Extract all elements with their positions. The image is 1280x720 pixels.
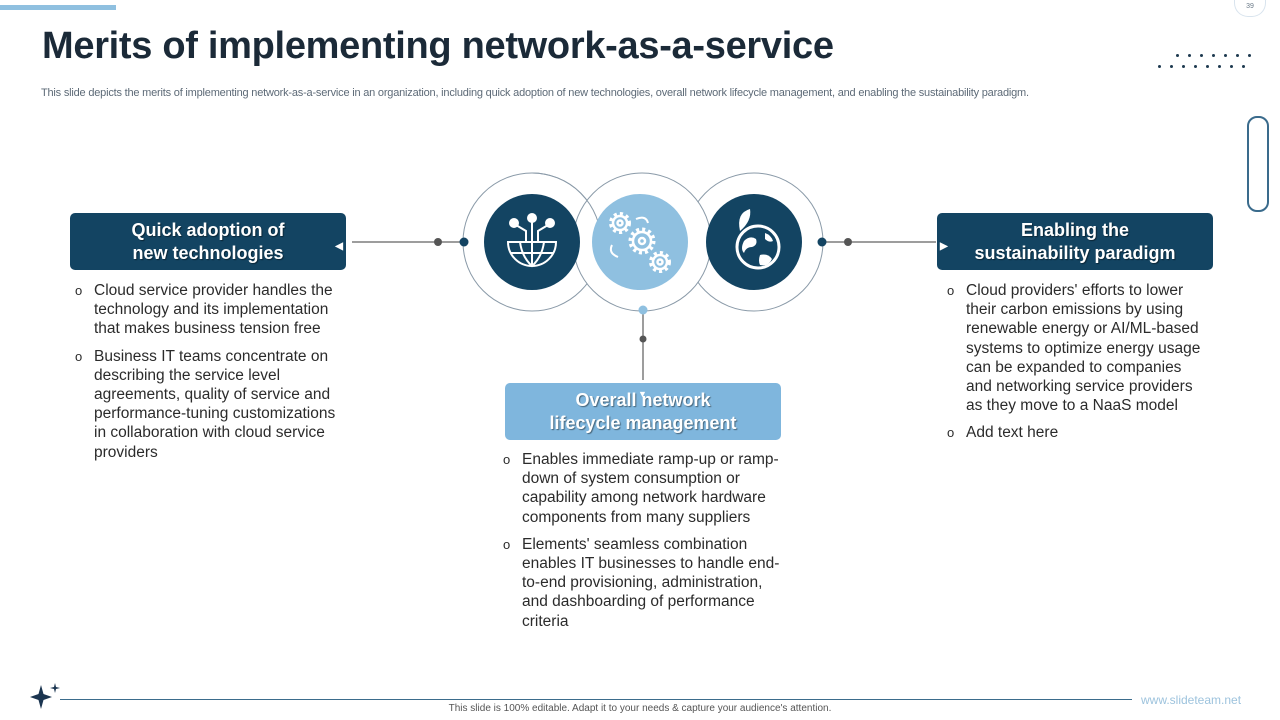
pointer-right-icon: ▶ <box>940 241 948 252</box>
bullets-right: Cloud providers' efforts to lower their … <box>942 281 1202 451</box>
scroll-indicator <box>1247 116 1269 212</box>
network-globe-icon <box>506 213 558 268</box>
list-item: Cloud service provider handles the techn… <box>70 281 350 339</box>
heading-line: lifecycle management <box>549 412 737 433</box>
pointer-left-icon: ◀ <box>335 241 343 252</box>
decorative-dots <box>1156 52 1256 72</box>
footer-url[interactable]: www.slideteam.net <box>1141 693 1242 707</box>
heading-sustainability: ▶ Enabling the sustainability paradigm <box>937 213 1213 270</box>
bullets-center: Enables immediate ramp-up or ramp-down o… <box>498 450 788 639</box>
heading-lifecycle: Overall network lifecycle management ▼ <box>505 383 781 440</box>
list-item: Cloud providers' efforts to lower their … <box>942 281 1202 415</box>
bullets-left: Cloud service provider handles the techn… <box>70 281 350 470</box>
slide-title: Merits of implementing network-as-a-serv… <box>42 25 834 67</box>
list-item: Enables immediate ramp-up or ramp-down o… <box>498 450 788 527</box>
heading-line: Enabling the <box>1021 219 1129 240</box>
sparkle-icon <box>30 683 60 709</box>
list-item: Add text here <box>942 423 1202 442</box>
pointer-down-icon: ▼ <box>638 389 647 399</box>
heading-line: Overall network <box>575 389 711 410</box>
heading-quick-adoption: Quick adoption of new technologies ◀ <box>70 213 346 270</box>
heading-line: Quick adoption of <box>131 219 285 240</box>
list-item: Elements' seamless combination enables I… <box>498 535 788 631</box>
center-graphic <box>352 172 936 380</box>
footer-text: This slide is 100% editable. Adapt it to… <box>448 703 832 714</box>
page-number: 39 <box>1234 0 1266 17</box>
gears-icon <box>609 212 671 273</box>
list-item: Business IT teams concentrate on describ… <box>70 347 350 462</box>
heading-line: sustainability paradigm <box>974 242 1176 263</box>
eco-globe-icon <box>735 209 781 270</box>
accent-bar <box>0 5 116 10</box>
slide-subtitle: This slide depicts the merits of impleme… <box>41 87 1029 99</box>
footer-line <box>60 699 1132 700</box>
heading-line: new technologies <box>132 242 284 263</box>
